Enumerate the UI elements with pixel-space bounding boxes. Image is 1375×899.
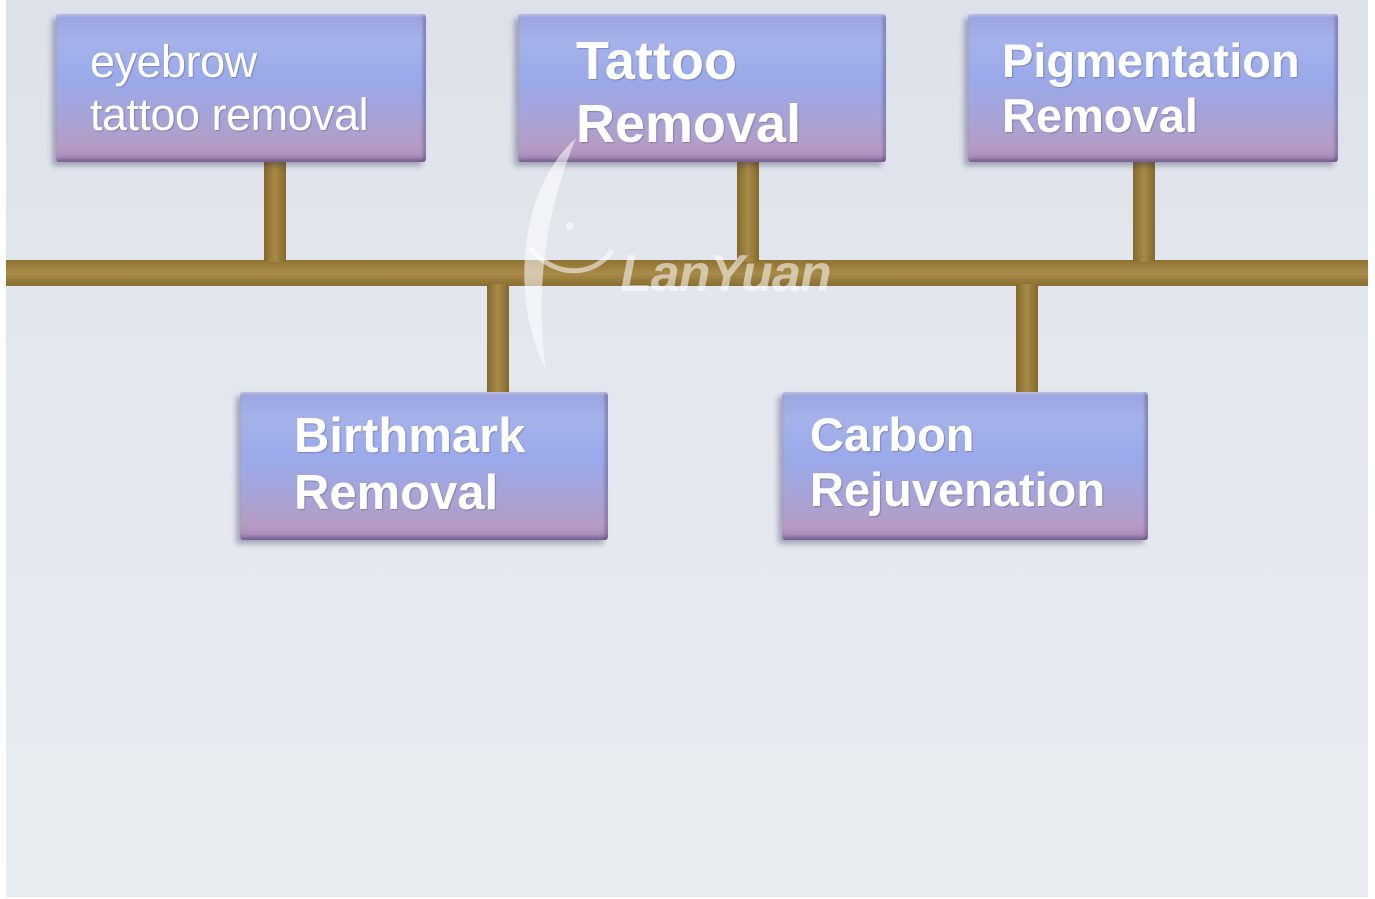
node-eyebrow-tattoo-removal: eyebrow tattoo removal — [56, 14, 426, 162]
node-label-line-1: eyebrow — [90, 36, 257, 87]
node-birthmark-removal: Birthmark Removal — [240, 392, 608, 540]
node-label-line-1: Tattoo — [576, 31, 737, 91]
node-label-line-2: Removal — [576, 94, 802, 155]
node-tattoo-removal: Tattoo Removal — [518, 14, 886, 162]
node-carbon-rejuvenation: Carbon Rejuvenation — [782, 392, 1148, 540]
connector-bus — [6, 260, 1368, 286]
node-pigmentation-removal: Pigmentation Removal — [968, 14, 1338, 162]
node-label-line-2: Removal — [1002, 88, 1198, 142]
node-label-line-1: Birthmark — [294, 409, 526, 463]
node-label-line-1: Pigmentation — [1002, 34, 1300, 87]
connector-carbon — [1016, 284, 1038, 394]
connector-eyebrow — [264, 160, 286, 262]
connector-tattoo — [737, 160, 759, 262]
diagram-canvas: eyebrow tattoo removal Tattoo Removal Pi… — [6, 0, 1368, 897]
node-label-line-2: Removal — [294, 466, 499, 521]
connector-pigment — [1133, 160, 1155, 262]
connector-birthmark — [487, 284, 509, 394]
node-label-line-1: Carbon — [810, 408, 975, 461]
node-label-line-2: tattoo removal — [90, 88, 369, 140]
node-label-line-2: Rejuvenation — [810, 462, 1106, 516]
